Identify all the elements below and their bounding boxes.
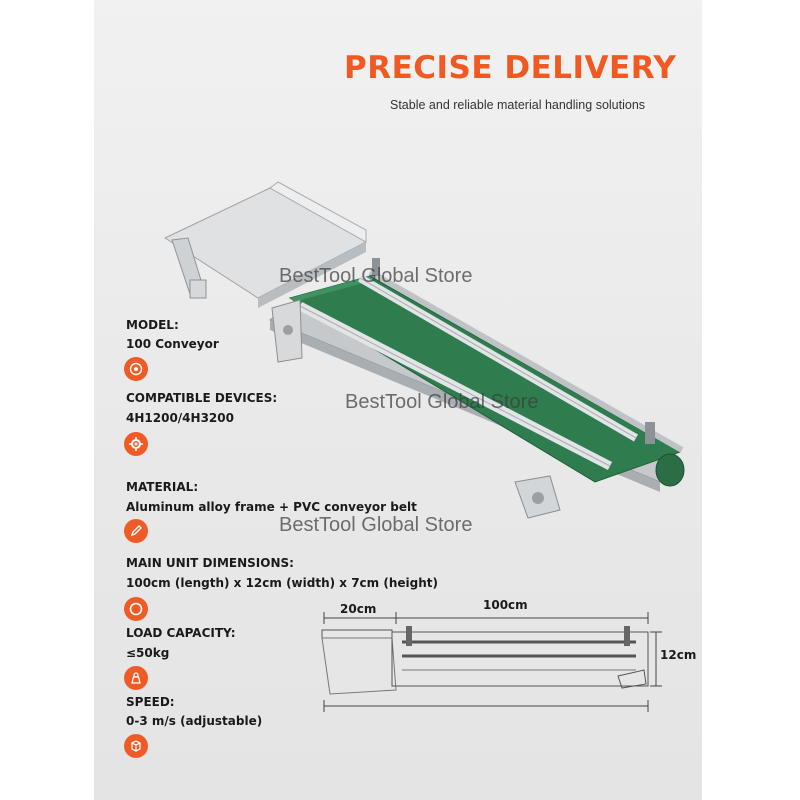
spec-value-model: 100 Conveyor [126, 337, 219, 351]
gear-icon [124, 432, 148, 456]
spec-value-material: Aluminum alloy frame + PVC conveyor belt [126, 500, 417, 514]
watermark: BestTool Global Store [279, 265, 473, 287]
spec-label-material: MATERIAL: [126, 480, 199, 494]
pencil-icon [124, 519, 148, 543]
spec-value-devices: 4H1200/4H3200 [126, 411, 234, 425]
watermark: BestTool Global Store [345, 391, 539, 413]
page-subtitle: Stable and reliable material handling so… [390, 98, 646, 112]
left-border [0, 0, 94, 800]
spec-label-model: MODEL: [126, 318, 179, 332]
content-panel [94, 0, 702, 800]
spec-label-speed: SPEED: [126, 695, 175, 709]
end-roller [655, 453, 685, 487]
dim-belt-length: 100cm [483, 598, 528, 612]
spec-value-load: ≤50kg [126, 646, 170, 660]
spec-label-load: LOAD CAPACITY: [126, 626, 236, 640]
spec-label-dimensions: MAIN UNIT DIMENSIONS: [126, 556, 294, 570]
diagram-conveyor [391, 631, 649, 687]
watermark: BestTool Global Store [279, 514, 473, 536]
spec-value-speed: 0-3 m/s (adjustable) [126, 714, 263, 728]
conveyor-belt [288, 275, 682, 483]
circle-icon [124, 597, 148, 621]
target-icon [124, 357, 148, 381]
page-title: PRECISE DELIVERY [344, 50, 677, 86]
dimension-diagram: 20cm 100cm 12cm [321, 598, 696, 712]
conveyor-product-image [163, 181, 685, 519]
spec-label-devices: COMPATIBLE DEVICES: [126, 391, 278, 405]
dim-tray-length: 20cm [340, 602, 376, 616]
weight-icon [124, 666, 148, 690]
box-icon [124, 734, 148, 758]
diagram-tray [321, 629, 393, 639]
right-border [702, 0, 800, 800]
spec-value-dimensions: 100cm (length) x 12cm (width) x 7cm (hei… [126, 576, 438, 590]
dim-width: 12cm [660, 648, 696, 662]
